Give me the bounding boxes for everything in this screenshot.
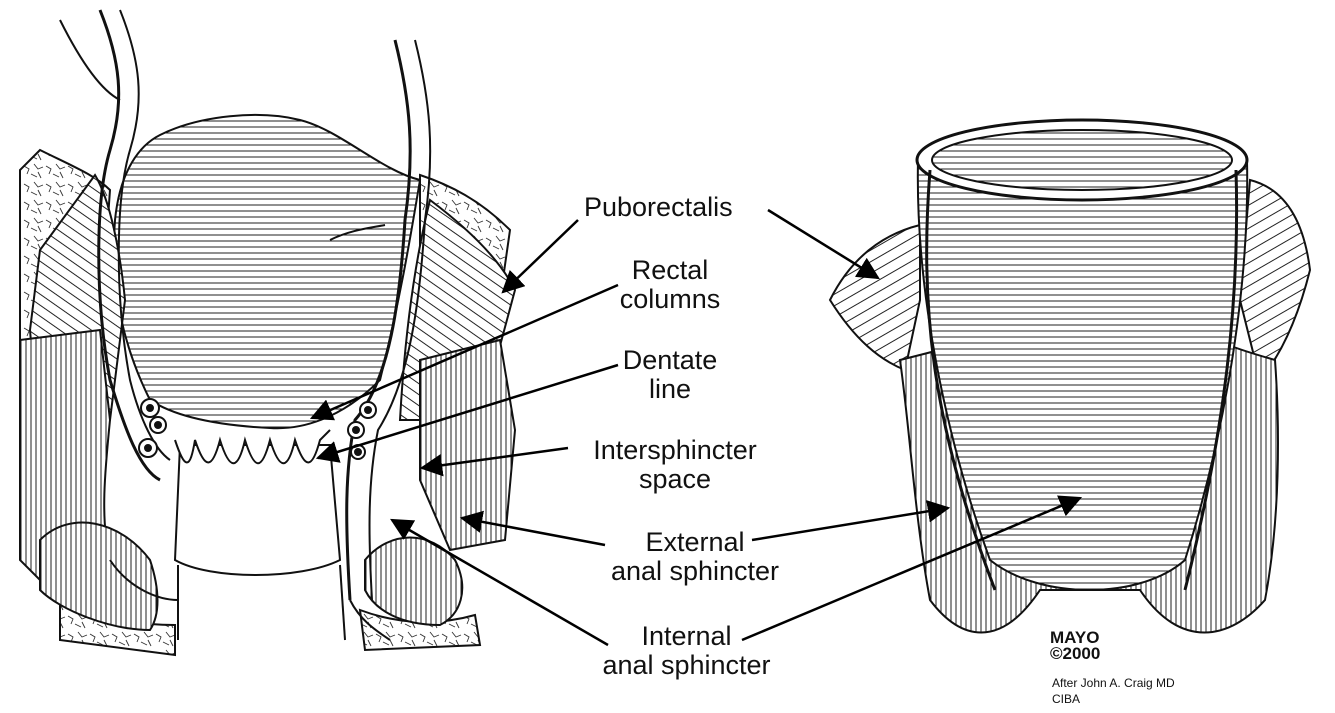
label-intersphincter-space-line1: Intersphincter [575, 436, 775, 465]
label-intersphincter-space-line2: space [575, 465, 775, 494]
label-external-line2: anal sphincter [600, 557, 790, 586]
left-subcutaneous-sphincter [40, 523, 158, 630]
label-puborectalis: Puborectalis [584, 193, 733, 222]
label-internal-line1: Internal [584, 622, 789, 651]
label-dentate-line-line2: line [610, 375, 730, 404]
sphincter-3d-illustration [830, 120, 1310, 633]
label-rectal-columns: Rectal columns [610, 256, 730, 314]
copyright-year: ©2000 [1050, 646, 1100, 662]
mayo-copyright: MAYO ©2000 [1050, 630, 1100, 662]
attribution: After John A. Craig MD CIBA [1052, 675, 1175, 707]
label-rectal-columns-line2: columns [610, 285, 730, 314]
label-external-line1: External [600, 528, 790, 557]
left-upper-branch [60, 20, 120, 100]
attribution-line2: CIBA [1052, 691, 1175, 707]
puborectalis-sling-right [1240, 180, 1310, 380]
arrow-puborectalis-left [503, 220, 578, 292]
label-internal-line2: anal sphincter [584, 651, 789, 680]
label-intersphincter-space: Intersphincter space [575, 436, 775, 494]
arrow-puborectalis-right [768, 210, 878, 278]
label-internal-anal-sphincter: Internal anal sphincter [584, 622, 789, 680]
puborectalis-sling-left [830, 225, 920, 370]
attribution-line1: After John A. Craig MD [1052, 675, 1175, 691]
coronal-section-illustration [20, 10, 515, 655]
label-dentate-line-line1: Dentate [610, 346, 730, 375]
label-rectal-columns-line1: Rectal [610, 256, 730, 285]
rectal-ampulla [114, 115, 420, 428]
label-external-anal-sphincter: External anal sphincter [600, 528, 790, 586]
anal-canal-lumen [175, 445, 340, 575]
right-subcutaneous-sphincter [365, 538, 462, 626]
label-dentate-line: Dentate line [610, 346, 730, 404]
